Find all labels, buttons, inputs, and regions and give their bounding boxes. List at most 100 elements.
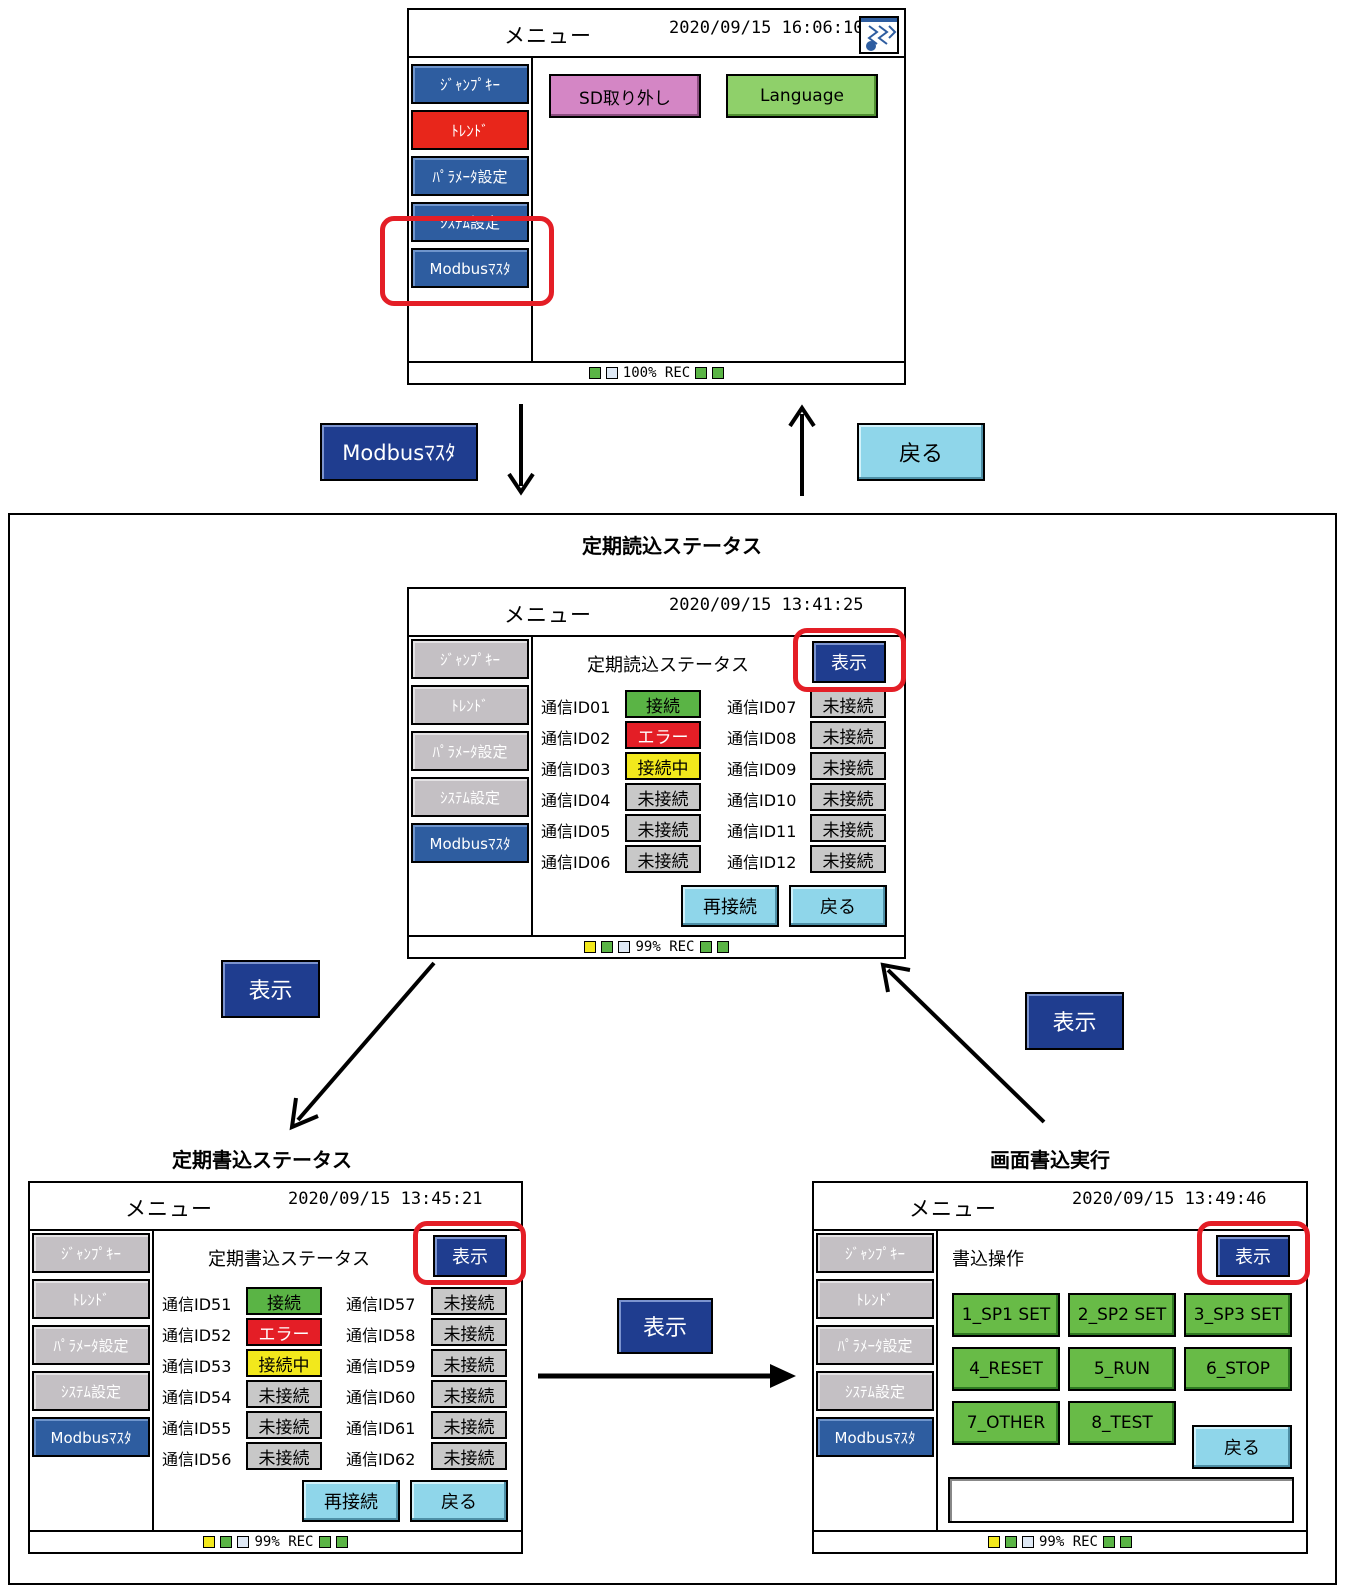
modbus-slave-icon — [1120, 1536, 1132, 1548]
show-flow-button-right[interactable]: 表示 — [1025, 992, 1124, 1050]
sidebar-item-trend[interactable]: ﾄﾚﾝﾄﾞ — [816, 1279, 934, 1319]
arrow-to-exec-screen-icon — [538, 1364, 796, 1388]
write-status-screen: メニュー 2020/09/15 13:45:21 ｼﾞｬﾝﾌﾟｷｰ ﾄﾚﾝﾄﾞ … — [28, 1181, 523, 1554]
sidebar-item-trend[interactable]: ﾄﾚﾝﾄﾞ — [32, 1279, 150, 1319]
status-bar: 99% REC — [30, 1530, 521, 1552]
arrow-to-write-status-icon — [289, 961, 436, 1131]
sd-card-icon — [605, 367, 618, 379]
comm-status-badge: 未接続 — [625, 814, 701, 842]
comm-id-label: 通信ID56 — [162, 1450, 232, 1469]
sidebar-item-jump-key[interactable]: ｼﾞｬﾝﾌﾟｷｰ — [411, 639, 529, 679]
comm-id-label: 通信ID54 — [162, 1388, 232, 1407]
comm-id-label: 通信ID62 — [346, 1450, 416, 1469]
show-button[interactable]: 表示 — [812, 641, 886, 683]
screen-title: メニュー — [504, 24, 592, 48]
comm-id-label: 通信ID60 — [346, 1388, 416, 1407]
sidebar-item-system-settings[interactable]: ｼｽﾃﾑ設定 — [411, 777, 529, 817]
sidebar-item-system-settings[interactable]: ｼｽﾃﾑ設定 — [816, 1371, 934, 1411]
sidebar-item-jump-key[interactable]: ｼﾞｬﾝﾌﾟｷｰ — [32, 1233, 150, 1273]
comm-status-badge: 接続 — [246, 1287, 322, 1315]
op-button-sp3-set[interactable]: 3_SP3 SET — [1184, 1293, 1292, 1337]
sidebar-item-jump-key[interactable]: ｼﾞｬﾝﾌﾟｷｰ — [411, 64, 529, 104]
sidebar: ｼﾞｬﾝﾌﾟｷｰ ﾄﾚﾝﾄﾞ ﾊﾟﾗﾒｰﾀ設定 ｼｽﾃﾑ設定 Modbusﾏｽﾀ — [409, 637, 533, 935]
comm-status-badge: 未接続 — [431, 1380, 507, 1408]
op-button-stop[interactable]: 6_STOP — [1184, 1347, 1292, 1391]
comm-id-label: 通信ID05 — [541, 822, 611, 841]
speaker-icon — [203, 1536, 216, 1548]
memory-icon — [588, 367, 601, 379]
comm-status-badge: 未接続 — [246, 1411, 322, 1439]
app-logo-icon[interactable] — [859, 16, 899, 54]
comm-id-label: 通信ID04 — [541, 791, 611, 810]
op-button-sp1-set[interactable]: 1_SP1 SET — [952, 1293, 1060, 1337]
sidebar-item-parameter-settings[interactable]: ﾊﾟﾗﾒｰﾀ設定 — [411, 731, 529, 771]
sd-card-icon — [618, 941, 631, 953]
comm-id-label: 通信ID51 — [162, 1295, 232, 1314]
back-button[interactable]: 戻る — [410, 1480, 508, 1522]
status-bar: 100% REC — [409, 361, 904, 383]
reconnect-button[interactable]: 再接続 — [302, 1480, 400, 1522]
down-arrow-icon — [507, 404, 535, 496]
modbus-slave-icon — [716, 941, 729, 953]
sidebar-item-modbus-master[interactable]: Modbusﾏｽﾀ — [32, 1417, 150, 1457]
sidebar-item-trend[interactable]: ﾄﾚﾝﾄﾞ — [411, 685, 529, 725]
comm-status-badge: 未接続 — [431, 1411, 507, 1439]
show-button[interactable]: 表示 — [1216, 1235, 1290, 1277]
highlight-frame — [1197, 1221, 1310, 1285]
comm-id-label: 通信ID59 — [346, 1357, 416, 1376]
comm-id-label: 通信ID01 — [541, 698, 611, 717]
speaker-icon — [584, 941, 597, 953]
up-arrow-icon — [788, 404, 816, 496]
sidebar-item-system-settings[interactable]: ｼｽﾃﾑ設定 — [32, 1371, 150, 1411]
comm-status-badge: 接続 — [625, 690, 701, 718]
sidebar-item-modbus-master[interactable]: Modbusﾏｽﾀ — [411, 823, 529, 863]
sidebar-item-system-settings[interactable]: ｼｽﾃﾑ設定 — [411, 202, 529, 242]
back-flow-button[interactable]: 戻る — [857, 423, 985, 481]
top-menu-screen: メニュー 2020/09/15 16:06:10 ｼﾞｬﾝﾌﾟｷｰ ﾄﾚﾝﾄﾞ … — [407, 8, 906, 385]
comm-id-label: 通信ID08 — [727, 729, 797, 748]
screen-title: メニュー — [909, 1197, 997, 1221]
op-button-reset[interactable]: 4_RESET — [952, 1347, 1060, 1391]
op-button-other[interactable]: 7_OTHER — [952, 1401, 1060, 1445]
sidebar-item-modbus-master[interactable]: Modbusﾏｽﾀ — [816, 1417, 934, 1457]
screen-datetime: 2020/09/15 13:41:25 — [669, 595, 864, 615]
screen-header: メニュー 2020/09/15 16:06:10 — [409, 10, 904, 58]
sd-card-icon — [237, 1536, 250, 1548]
speaker-icon — [987, 1536, 1000, 1548]
sidebar-item-jump-key[interactable]: ｼﾞｬﾝﾌﾟｷｰ — [816, 1233, 934, 1273]
reconnect-button[interactable]: 再接続 — [681, 885, 779, 927]
comm-status-badge: 接続中 — [625, 752, 701, 780]
comm-id-label: 通信ID12 — [727, 853, 797, 872]
comm-status-badge: 未接続 — [246, 1442, 322, 1470]
sidebar-item-trend[interactable]: ﾄﾚﾝﾄﾞ — [411, 110, 529, 150]
screen-datetime: 2020/09/15 13:49:46 — [1072, 1189, 1267, 1209]
sidebar-item-modbus-master[interactable]: Modbusﾏｽﾀ — [411, 248, 529, 288]
comm-id-label: 通信ID11 — [727, 822, 797, 841]
sidebar-item-parameter-settings[interactable]: ﾊﾟﾗﾒｰﾀ設定 — [32, 1325, 150, 1365]
sidebar: ｼﾞｬﾝﾌﾟｷｰ ﾄﾚﾝﾄﾞ ﾊﾟﾗﾒｰﾀ設定 ｼｽﾃﾑ設定 Modbusﾏｽﾀ — [814, 1231, 938, 1530]
comm-status-badge: エラー — [246, 1318, 322, 1346]
op-button-test[interactable]: 8_TEST — [1068, 1401, 1176, 1445]
screen-title: メニュー — [125, 1197, 213, 1221]
show-button[interactable]: 表示 — [433, 1235, 507, 1277]
back-button[interactable]: 戻る — [789, 885, 887, 927]
exec-screen-heading: 画面書込実行 — [990, 1148, 1110, 1172]
sd-remove-button[interactable]: SD取り外し — [549, 74, 701, 118]
sidebar-item-parameter-settings[interactable]: ﾊﾟﾗﾒｰﾀ設定 — [816, 1325, 934, 1365]
memory-icon — [601, 941, 614, 953]
comm-id-label: 通信ID09 — [727, 760, 797, 779]
sidebar-item-parameter-settings[interactable]: ﾊﾟﾗﾒｰﾀ設定 — [411, 156, 529, 196]
comm-status-badge: 未接続 — [625, 783, 701, 811]
modbus-master-flow-button[interactable]: Modbusﾏｽﾀ — [320, 423, 478, 481]
language-button[interactable]: Language — [726, 74, 878, 118]
back-button[interactable]: 戻る — [1192, 1425, 1292, 1469]
show-flow-button-middle[interactable]: 表示 — [617, 1298, 713, 1354]
comm-id-label: 通信ID10 — [727, 791, 797, 810]
op-button-sp2-set[interactable]: 2_SP2 SET — [1068, 1293, 1176, 1337]
status-text: 99% REC — [635, 939, 695, 955]
op-button-run[interactable]: 5_RUN — [1068, 1347, 1176, 1391]
status-text: 100% REC — [622, 365, 691, 381]
show-flow-button-left[interactable]: 表示 — [221, 960, 320, 1018]
comm-status-badge: 未接続 — [810, 845, 886, 873]
status-text: 99% REC — [254, 1534, 314, 1550]
